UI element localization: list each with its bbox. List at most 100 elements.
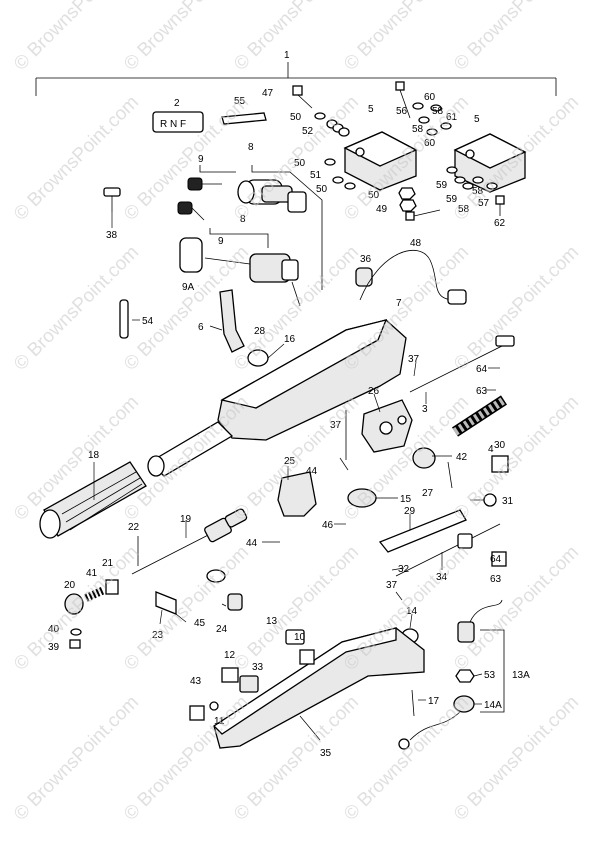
callout-30: 30 (494, 440, 506, 451)
callout-48: 48 (410, 238, 422, 249)
callout-55: 55 (234, 96, 246, 107)
callout-33: 43 (190, 676, 202, 687)
callout-32: 32 (398, 564, 410, 575)
callout-13: 33 (252, 662, 264, 673)
ignition-switch-top (237, 179, 307, 213)
callout-6: 6 (198, 322, 204, 333)
callout-14A: 10 (294, 632, 306, 643)
callout-47: 47 (262, 88, 274, 99)
callout-52: 52 (302, 126, 314, 137)
clip-36 (355, 267, 373, 287)
washer-50-a (314, 112, 326, 120)
callout-50b: 50 (294, 158, 306, 169)
callout-58d: 58 (472, 186, 484, 197)
callout-38: 38 (106, 230, 118, 241)
callout-50c: 50 (316, 184, 328, 195)
trim-strip (221, 112, 267, 125)
callout-40: 40 (48, 624, 60, 635)
callout-42: 42 (456, 452, 468, 463)
callout-49: 49 (376, 204, 388, 215)
linkage-26 (345, 399, 413, 460)
spring-4 (451, 395, 508, 437)
plate-30 (491, 455, 509, 473)
leader-8b (209, 228, 269, 248)
callout-37: 37 (408, 354, 420, 365)
friction-assembly (64, 579, 119, 649)
knob-27 (412, 447, 436, 469)
callout-3: 3 (422, 404, 428, 415)
callout-26: 26 (368, 386, 380, 397)
callout-64: 64 (476, 364, 488, 375)
washer-stack (412, 102, 452, 136)
callout-9: 9 (198, 154, 204, 165)
bracket-25 (277, 471, 317, 517)
rod-19 (131, 508, 248, 575)
callout-22: 22 (128, 522, 140, 533)
callout-58c: 58 (458, 204, 470, 215)
callout-24: 24 (216, 624, 228, 635)
callout-28: 28 (254, 326, 266, 337)
throttle-cable-3 (409, 335, 515, 393)
leader-8 (251, 165, 323, 290)
callout-63b: 63 (490, 574, 502, 585)
callout-17: 35 (320, 748, 332, 759)
callout-58b: 58 (412, 124, 424, 135)
callout-12: 53 (484, 670, 496, 681)
callout-46: 46 (322, 520, 334, 531)
callout-15: 15 (400, 494, 412, 505)
callout-62: 62 (494, 218, 506, 229)
leader-10 (480, 629, 505, 713)
callout-60b: 60 (424, 138, 436, 149)
callout-57: 57 (478, 198, 490, 209)
lever-6 (219, 289, 245, 353)
callout-8: 8 (248, 142, 254, 153)
bottom-bracket-17 (212, 627, 425, 749)
spring-52 (326, 119, 350, 137)
callout-44b: 44 (246, 538, 258, 549)
grip-18 (39, 461, 147, 539)
rnf-label: R N F (160, 119, 186, 130)
callout-29: 29 (404, 506, 416, 517)
callout-16: 16 (284, 334, 296, 345)
leader-9 (199, 165, 236, 173)
assembly-bracket (35, 62, 557, 96)
plate-64 (491, 551, 507, 567)
callout-50: 50 (290, 112, 302, 123)
callout-36: 36 (360, 254, 372, 265)
callout-31: 31 (502, 496, 514, 507)
callout-59b: 59 (446, 194, 458, 205)
callout-18: 18 (88, 450, 100, 461)
callout-8b: 8 (240, 214, 246, 225)
bracket-5-left (343, 131, 418, 191)
bolt-47 (292, 85, 313, 109)
callout-41: 41 (86, 568, 98, 579)
callout-21: 21 (102, 558, 114, 569)
leader-lines (93, 212, 500, 741)
shift-indicator-plate: R N F (152, 111, 204, 133)
callout-1: 1 (284, 50, 290, 61)
bracket-5-right (453, 133, 527, 193)
callout-13A: 13 (266, 616, 278, 627)
bolt-56 (395, 81, 411, 119)
callout-43: 17 (428, 696, 440, 707)
callout-53: 11 (214, 716, 225, 727)
cable-7 (359, 250, 456, 301)
callout-2: 2 (174, 98, 180, 109)
callout-19: 19 (180, 514, 192, 525)
callout-37c: 37 (386, 580, 398, 591)
fasteners-left-bracket (324, 158, 441, 221)
callout-58: 58 (432, 106, 444, 117)
callout-63: 63 (476, 386, 488, 397)
clamp-24 (206, 569, 243, 611)
bolt-42 (447, 461, 453, 489)
callout-labels: 1 2 55 47 50 52 5 56 60 58 58 61 60 5 8 … (48, 50, 530, 759)
callout-51: 51 (310, 170, 322, 181)
callout-23: 23 (152, 630, 164, 641)
callout-5a: 5 (368, 104, 374, 115)
keys-9 (177, 177, 222, 221)
callout-37b: 37 (330, 420, 342, 431)
small-parts-13-14 (189, 629, 315, 721)
callout-9b: 9 (218, 236, 224, 247)
